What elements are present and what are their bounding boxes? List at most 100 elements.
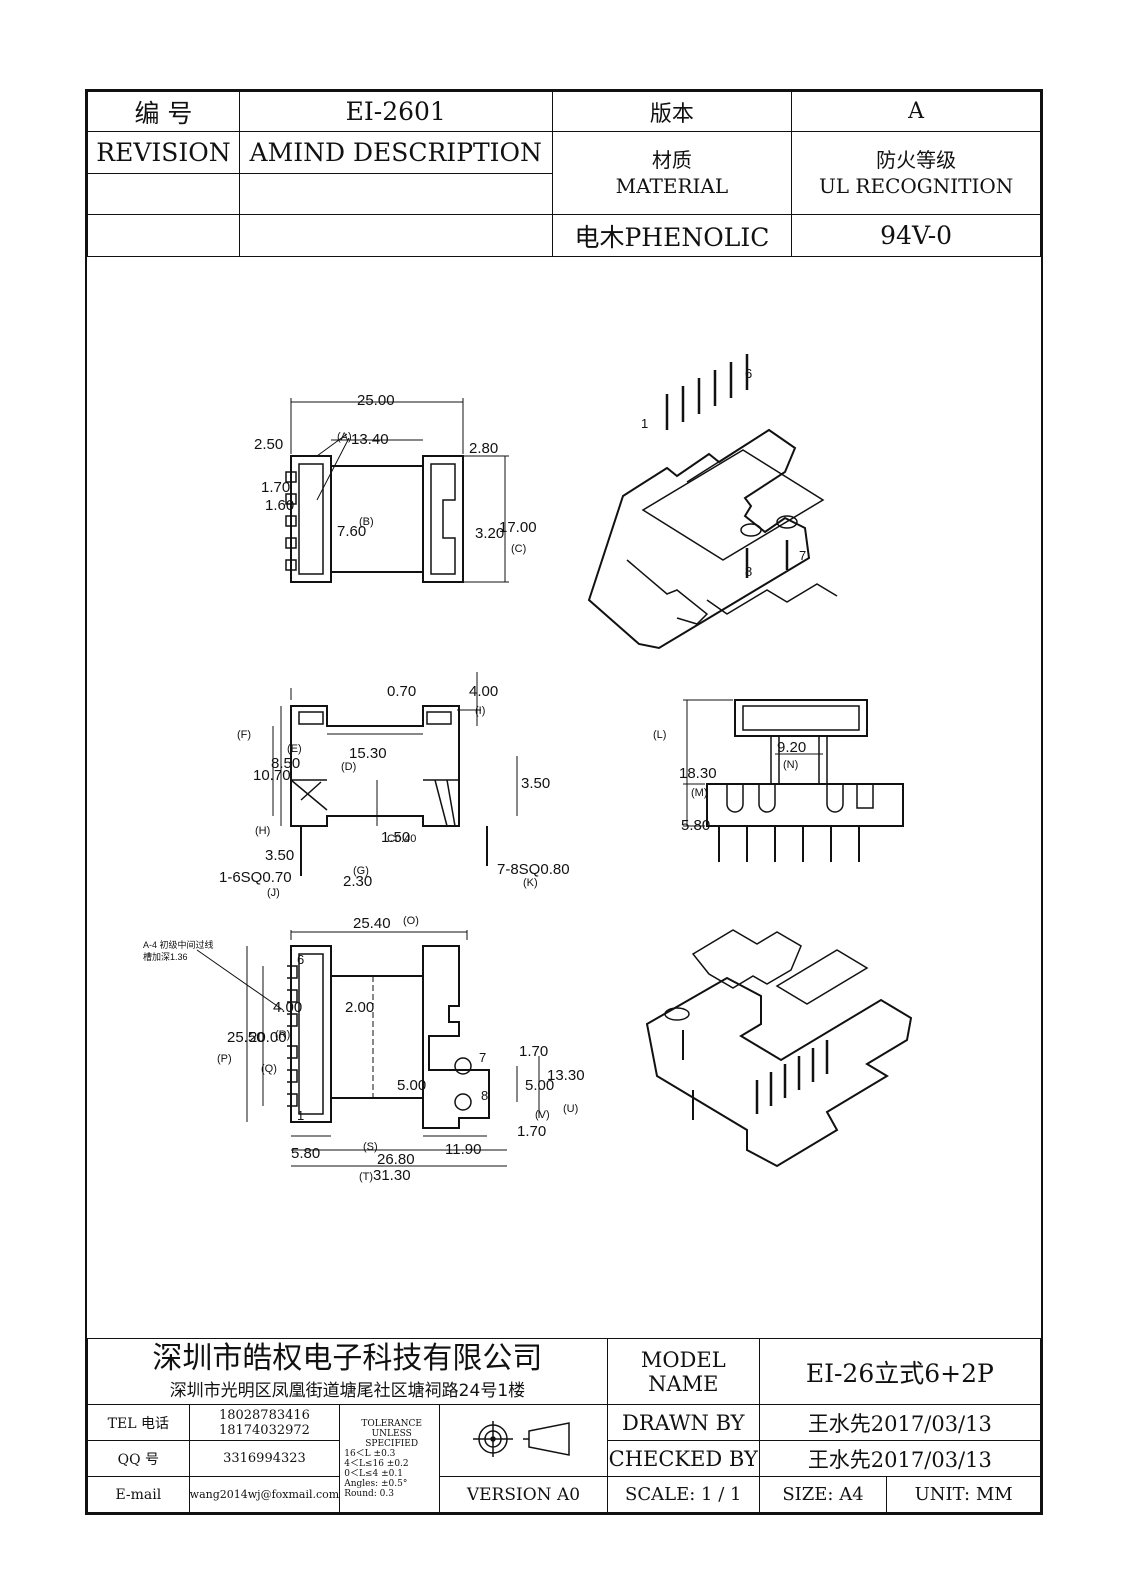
tag-t: (T)	[359, 1171, 373, 1183]
dim-4-00-bottom: 4.00	[273, 999, 302, 1016]
tolerance-line-8: Round: 0.3	[344, 1488, 394, 1499]
pin-spec-1-6: 1-6SQ0.70	[219, 869, 292, 886]
tolerance-line-1: TOLERANCE	[361, 1418, 422, 1429]
dim-9-20: 9.20	[777, 739, 806, 756]
checked-by-label: CHECKED BY	[606, 1440, 760, 1477]
material-label: 材质 MATERIAL	[551, 131, 793, 215]
pin-1-label: 1	[641, 416, 648, 431]
dim-3-20: 3.20	[475, 525, 504, 542]
size-label: SIZE: A4	[758, 1476, 888, 1513]
dim-c0-40: C0.40	[387, 833, 416, 845]
drawn-by-value: 王水先2017/03/13	[758, 1404, 1042, 1441]
revision-cell-1	[87, 173, 240, 215]
revision-label: REVISION	[87, 131, 240, 174]
pin-6-label: 6	[745, 366, 752, 381]
material-label-cn: 材质	[651, 148, 692, 172]
version-value: A	[791, 91, 1041, 132]
description-cell-1	[238, 173, 553, 215]
drawing-sheet: 编 号 EI-2601 版本 A REVISION AMIND DESCRIPT…	[85, 89, 1043, 1515]
tag-f: (F)	[237, 729, 251, 741]
fire-label-cn: 防火等级	[876, 148, 957, 172]
tag-l: (L)	[653, 729, 666, 741]
dim-13-30: 13.30	[547, 1067, 585, 1084]
tolerance-line-5: 4＜L≤16 ±0.2	[344, 1458, 409, 1469]
dim-5-80-front: 5.80	[681, 817, 710, 834]
dim-1-50: 1.50	[381, 829, 410, 846]
tel-value-2: 18174032972	[218, 1422, 310, 1438]
tag-h: (H)	[255, 825, 270, 837]
dim-1-70-a: 1.70	[519, 1043, 548, 1060]
email-label: E-mail	[87, 1476, 190, 1513]
dim-26-80: 26.80	[377, 1151, 415, 1168]
title-block: 深圳市皓权电子科技有限公司 深圳市光明区凤凰街道塘尾社区塘祠路24号1楼 MOD…	[87, 1338, 1042, 1513]
checked-by-value: 王水先2017/03/13	[758, 1440, 1042, 1477]
description-label: AMIND DESCRIPTION	[238, 131, 553, 174]
dim-2-50: 2.50	[254, 436, 283, 453]
fire-label: 防火等级 UL RECOGNITION	[791, 131, 1041, 215]
tel-value-1: 18028783416	[218, 1407, 310, 1423]
pin-7-label: 7	[799, 548, 806, 563]
tag-c: (C)	[511, 543, 526, 555]
dim-5-80-bottom: 5.80	[291, 1145, 320, 1162]
tag-s: (S)	[363, 1141, 378, 1153]
dim-31-30: 31.30	[373, 1167, 411, 1184]
dim-1-60: 1.60	[265, 497, 294, 514]
number-label: 编 号	[87, 91, 240, 132]
qq-value: 3316994323	[188, 1440, 341, 1477]
pin-8-label: 8	[745, 564, 752, 579]
tag-e: (E)	[287, 743, 302, 755]
bottom-pin-1: 1	[297, 1108, 304, 1123]
description-cell-2	[238, 214, 553, 257]
note-line-2: 槽加深1.36	[143, 951, 188, 962]
tag-d: (D)	[341, 761, 356, 773]
company-block: 深圳市皓权电子科技有限公司 深圳市光明区凤凰街道塘尾社区塘祠路24号1楼	[87, 1338, 608, 1405]
iso-view-2	[645, 929, 913, 1168]
side-view	[272, 672, 518, 876]
tag-o: (O)	[403, 915, 419, 927]
projection-icon	[473, 1420, 571, 1457]
dim-10-70: 10.70	[253, 767, 291, 784]
tolerance-line-6: 0＜L≤4 ±0.1	[344, 1468, 403, 1479]
dim-3-50-left: 3.50	[265, 847, 294, 864]
tolerance-line-3: SPECIFIED	[365, 1438, 419, 1449]
revision-cell-2	[87, 214, 240, 257]
dim-2-00: 2.00	[345, 999, 374, 1016]
dim-8-50: 8.50	[271, 755, 300, 772]
dim-2-30: 2.30	[343, 873, 372, 890]
tag-v: (V)	[535, 1109, 550, 1121]
tag-u: (U)	[563, 1103, 578, 1115]
dim-15-30: 15.30	[349, 745, 387, 762]
dim-5-00-a: 5.00	[397, 1077, 426, 1094]
technical-drawing: 25.00 2.50 13.40 2.80 1.70 1.60 7.60 3.2…	[87, 260, 1041, 1362]
tag-j: (J)	[267, 887, 280, 899]
tag-r: (R)	[275, 1029, 290, 1041]
bottom-pin-7: 7	[479, 1050, 486, 1065]
dim-1-70-b: 1.70	[517, 1123, 546, 1140]
tag-m: (M)	[691, 787, 708, 799]
scale-label: SCALE: 1 / 1	[606, 1476, 760, 1513]
material-value: 电木PHENOLIC	[551, 214, 793, 257]
dim-5-00-b: 5.00	[525, 1077, 554, 1094]
tag-k: (K)	[523, 877, 538, 889]
tel-label: TEL 电话	[87, 1404, 190, 1441]
fire-value: 94V-0	[791, 214, 1041, 257]
version-a0-label: VERSION A0	[439, 1476, 608, 1513]
drawing-canvas: 25.00 2.50 13.40 2.80 1.70 1.60 7.60 3.2…	[143, 354, 913, 1184]
qq-label: QQ 号	[87, 1440, 190, 1477]
iso-view-1	[587, 354, 838, 650]
drawn-by-label: DRAWN BY	[606, 1404, 760, 1441]
material-label-en: MATERIAL	[615, 174, 729, 198]
dim-20-00: 20.00	[249, 1029, 287, 1046]
tel-values: 18028783416 18174032972	[188, 1404, 341, 1441]
tag-b: (B)	[359, 516, 374, 528]
header-table: 编 号 EI-2601 版本 A REVISION AMIND DESCRIPT…	[87, 91, 1041, 257]
dim-2-80: 2.80	[469, 440, 498, 457]
dim-11-90: 11.90	[445, 1141, 481, 1158]
tag-p: (P)	[217, 1053, 232, 1065]
dim-25-40: 25.40	[353, 915, 391, 932]
top-view	[285, 398, 509, 583]
dim-1-70: 1.70	[261, 479, 290, 496]
projection-symbol	[439, 1404, 608, 1477]
dim-4-00: 4.00	[469, 683, 498, 700]
tag-q: (Q)	[261, 1063, 277, 1075]
